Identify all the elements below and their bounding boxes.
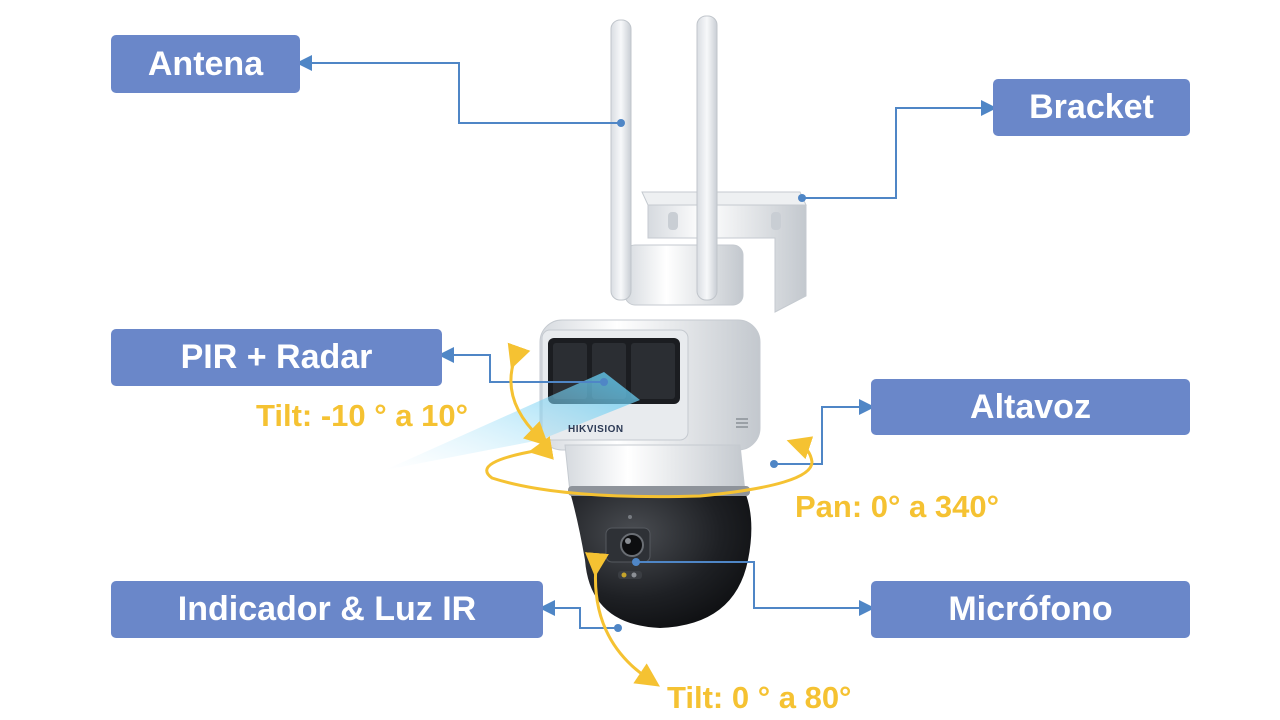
annotation-tilt-lower: Tilt: 0 ° a 80° — [667, 680, 852, 715]
camera-upper-body — [539, 319, 761, 451]
label-bracket: Bracket — [993, 79, 1190, 136]
motion-arrows — [485, 342, 814, 687]
annotation-pan: Pan: 0° a 340° — [795, 489, 1000, 524]
leader-microfono — [636, 561, 875, 616]
label-indicador-luz-ir: Indicador & Luz IR — [111, 581, 543, 638]
label-pir-radar: PIR + Radar — [111, 329, 442, 386]
brand-logo: HIKVISION — [568, 424, 624, 435]
tilt-lower-arrow — [584, 552, 660, 687]
camera-lower-body — [564, 444, 752, 628]
tilt-upper-arrow — [507, 342, 549, 447]
leader-altavoz — [774, 399, 875, 465]
label-altavoz: Altavoz — [871, 379, 1190, 435]
pan-arrow — [485, 436, 814, 499]
label-antena: Antena — [111, 35, 300, 93]
leader-indicador — [539, 600, 618, 629]
annotation-tilt-upper: Tilt: -10 ° a 10° — [256, 398, 469, 433]
antenna-right — [696, 15, 718, 301]
leader-antena — [296, 55, 621, 124]
label-microfono: Micrófono — [871, 581, 1190, 638]
leader-bracket — [802, 100, 997, 199]
antenna-left — [610, 19, 632, 301]
